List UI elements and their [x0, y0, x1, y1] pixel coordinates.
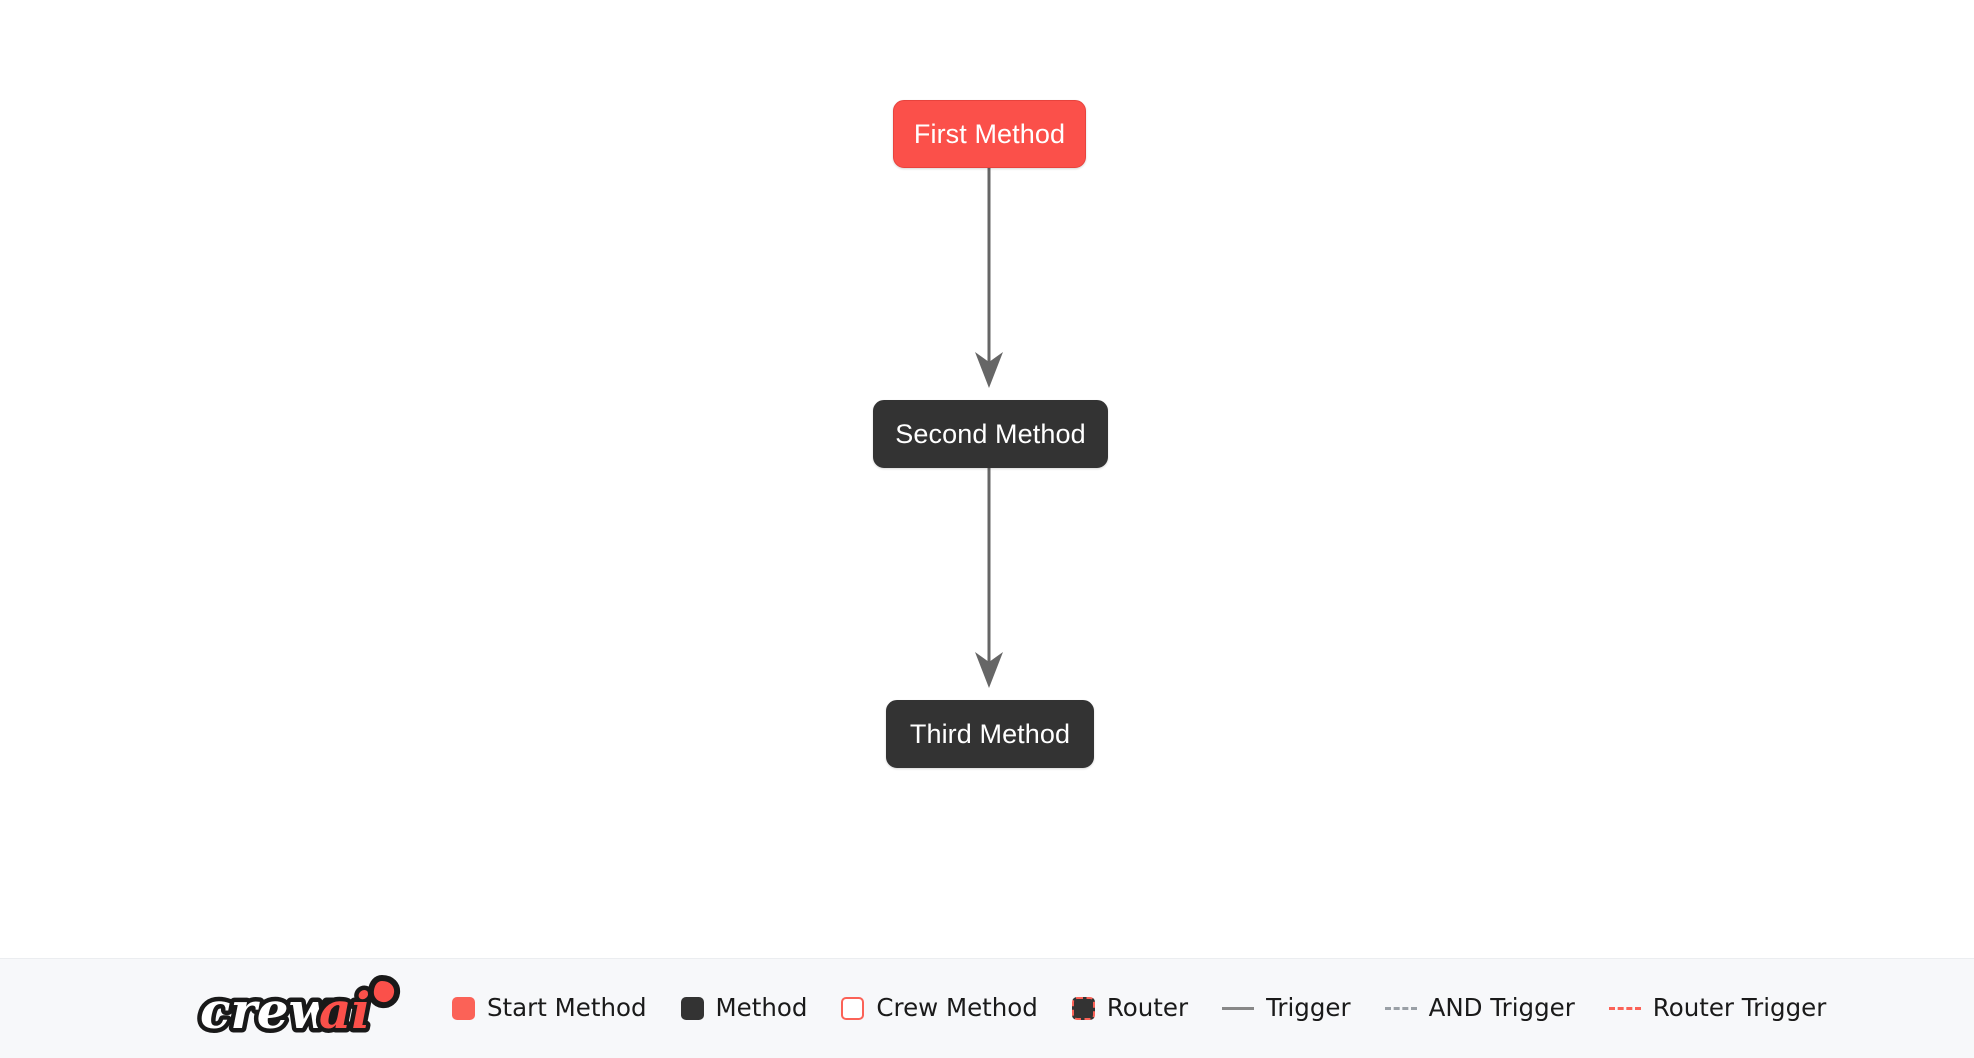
line-dashed-icon	[1384, 1007, 1417, 1010]
legend-label: Trigger	[1266, 993, 1351, 1023]
flow-node-second-method[interactable]: Second Method	[873, 400, 1108, 468]
legend-item-router: Router	[1071, 993, 1189, 1023]
logo-text-crew: crew	[200, 981, 334, 1040]
line-solid-icon	[1222, 1007, 1255, 1010]
legend-label: Crew Method	[876, 993, 1038, 1023]
edge-first-to-second	[975, 168, 1003, 388]
flow-edges	[975, 168, 1003, 688]
legend-label: Start Method	[487, 993, 647, 1023]
flow-node-label: First Method	[913, 118, 1066, 149]
swatch-method-icon	[680, 997, 704, 1020]
swatch-crew-icon	[841, 997, 865, 1020]
legend-item-start-method: Start Method	[452, 996, 647, 1021]
flow-node-label: Third Method	[909, 718, 1071, 749]
crewai-logo: crew ai	[196, 974, 401, 1044]
flow-node-label: Second Method	[895, 418, 1086, 449]
legend-bar: crew ai Start Method Method Crew Method	[0, 958, 1974, 1058]
legend-item-crew-method: Crew Method	[841, 993, 1038, 1023]
flow-node-first-method[interactable]: First Method	[893, 100, 1086, 168]
flow-node-third-method[interactable]: Third Method	[886, 700, 1094, 768]
legend-item-method: Method	[680, 993, 808, 1023]
logo-text-ai: ai	[319, 981, 370, 1040]
flow-canvas: First Method Second Method Third Method	[873, 100, 1108, 768]
legend-label: Method	[715, 993, 808, 1023]
legend-label: Router	[1106, 993, 1189, 1023]
swatch-router-icon	[1071, 997, 1095, 1020]
legend-item-and-trigger: AND Trigger	[1384, 993, 1575, 1023]
legend-label: AND Trigger	[1428, 993, 1575, 1023]
logo-dot-icon	[367, 974, 401, 1008]
edge-second-to-third	[975, 468, 1003, 688]
legend-item-trigger: Trigger	[1222, 996, 1351, 1021]
swatch-start-icon	[452, 997, 475, 1020]
legend-label: Router Trigger	[1652, 993, 1827, 1023]
line-router-icon	[1608, 1007, 1641, 1010]
legend-item-router-trigger: Router Trigger	[1608, 993, 1827, 1023]
